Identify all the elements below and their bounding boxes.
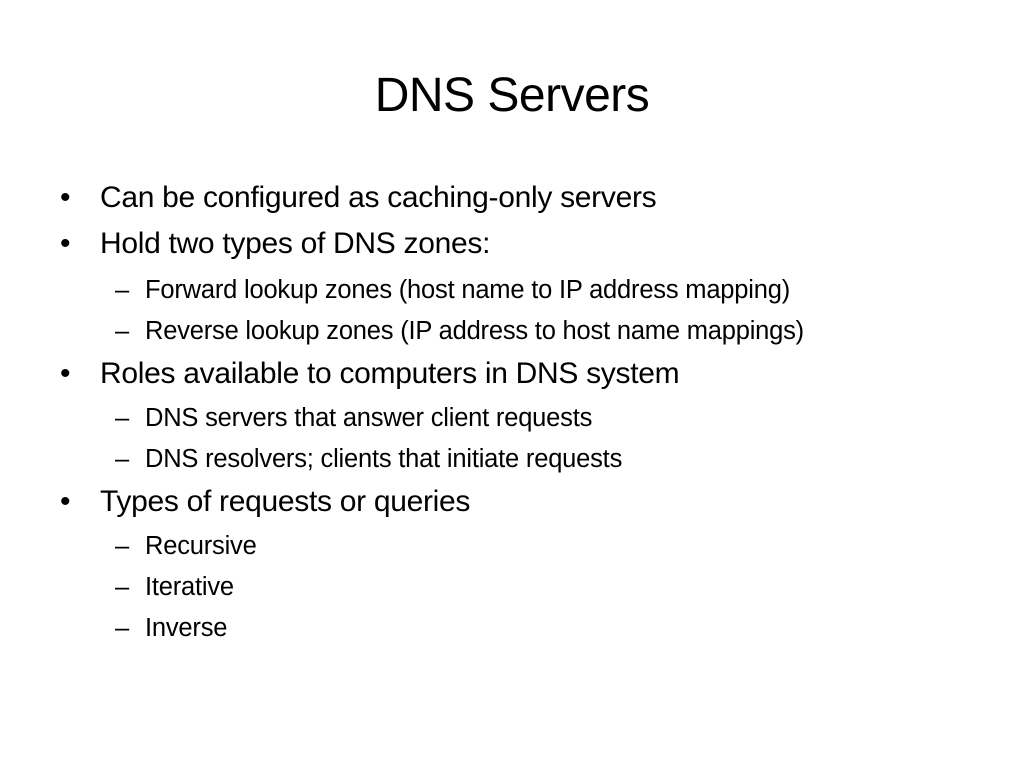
bullet-text: Roles available to computers in DNS syst… [100,357,680,390]
sub-bullet-marker: – [115,532,129,560]
sub-bullet-marker: – [115,445,129,473]
bullet-marker: • [60,357,71,390]
sub-bullet-text: DNS servers that answer client requests [145,404,593,432]
sub-bullet-text: Inverse [145,614,228,642]
bullet-marker: • [60,485,71,518]
sub-bullet-text: Iterative [145,573,234,601]
sub-bullet-text: DNS resolvers; clients that initiate req… [145,445,623,473]
sub-bullet-marker: – [115,573,129,601]
sub-bullet-text: Forward lookup zones (host name to IP ad… [145,276,790,304]
bullet-text: Can be configured as caching-only server… [100,181,657,214]
bullet-marker: • [60,227,71,260]
sub-bullet-marker: – [115,404,129,432]
slide-title: DNS Servers [374,69,650,122]
sub-bullet-marker: – [115,276,129,304]
sub-bullet-marker: – [115,317,129,345]
sub-bullet-marker: – [115,614,129,642]
bullet-text: Types of requests or queries [100,485,471,518]
bullet-marker: • [60,181,71,214]
sub-bullet-text: Reverse lookup zones (IP address to host… [145,317,804,345]
bullet-text: Hold two types of DNS zones: [100,227,491,260]
sub-bullet-text: Recursive [145,532,257,560]
